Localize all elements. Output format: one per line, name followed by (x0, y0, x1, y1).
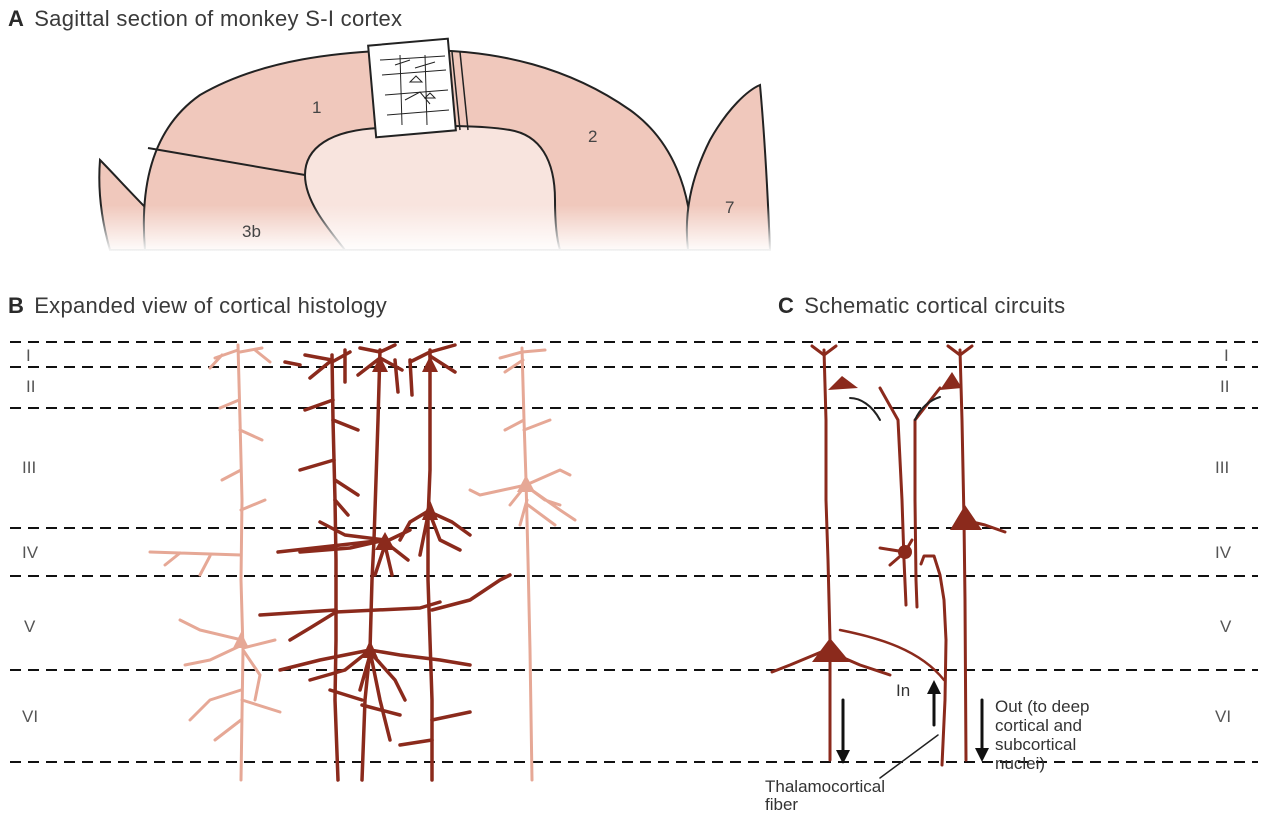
schematic-annotations: In Out (to deep cortical and subcortical… (765, 681, 1090, 814)
layer-label-vi: VI (22, 707, 38, 726)
column-box (368, 39, 456, 138)
layer-label-vi-right: VI (1215, 707, 1231, 726)
area-label-7: 7 (725, 198, 734, 217)
light-pyramidal-neuron-left (150, 345, 280, 780)
layer-label-iv-right: IV (1215, 543, 1232, 562)
layer-label-ii-right: II (1220, 377, 1229, 396)
schematic-circuit (772, 346, 1005, 778)
layer-label-i-right: I (1224, 346, 1229, 365)
layer-label-iii-right: III (1215, 458, 1229, 477)
layer-label-ii: II (26, 377, 35, 396)
layer-label-iii: III (22, 458, 36, 477)
layer-label-i: I (26, 346, 31, 365)
out-label-line-3: subcortical (995, 735, 1076, 754)
fiber-label-line-1: Thalamocortical (765, 777, 885, 796)
layer-label-v-right: V (1220, 617, 1232, 636)
layer-iii-pyramidal (960, 350, 966, 760)
light-pyramidal-neuron-right (470, 348, 575, 780)
area-label-2: 2 (588, 127, 597, 146)
out-label-line-1: Out (to deep (995, 697, 1090, 716)
in-label: In (896, 681, 910, 700)
layer-v-pyramidal (824, 350, 830, 760)
area-label-3b: 3b (242, 222, 261, 241)
layer-ii-pyramidal-right (915, 388, 940, 607)
sagittal-section: 1 2 3b 7 (90, 39, 780, 253)
dark-pyramidal-neurons (260, 345, 510, 780)
area-label-1: 1 (312, 98, 321, 117)
histology-neurons (150, 345, 575, 780)
histology-somata-light (233, 475, 535, 648)
fiber-label-line-2: fiber (765, 795, 798, 814)
layer-ii-pyramidal-left (880, 388, 906, 605)
out-label-line-4: nuclei) (995, 754, 1045, 773)
out-label-line-2: cortical and (995, 716, 1082, 735)
layer-label-iv: IV (22, 543, 39, 562)
layer-label-v: V (24, 617, 36, 636)
